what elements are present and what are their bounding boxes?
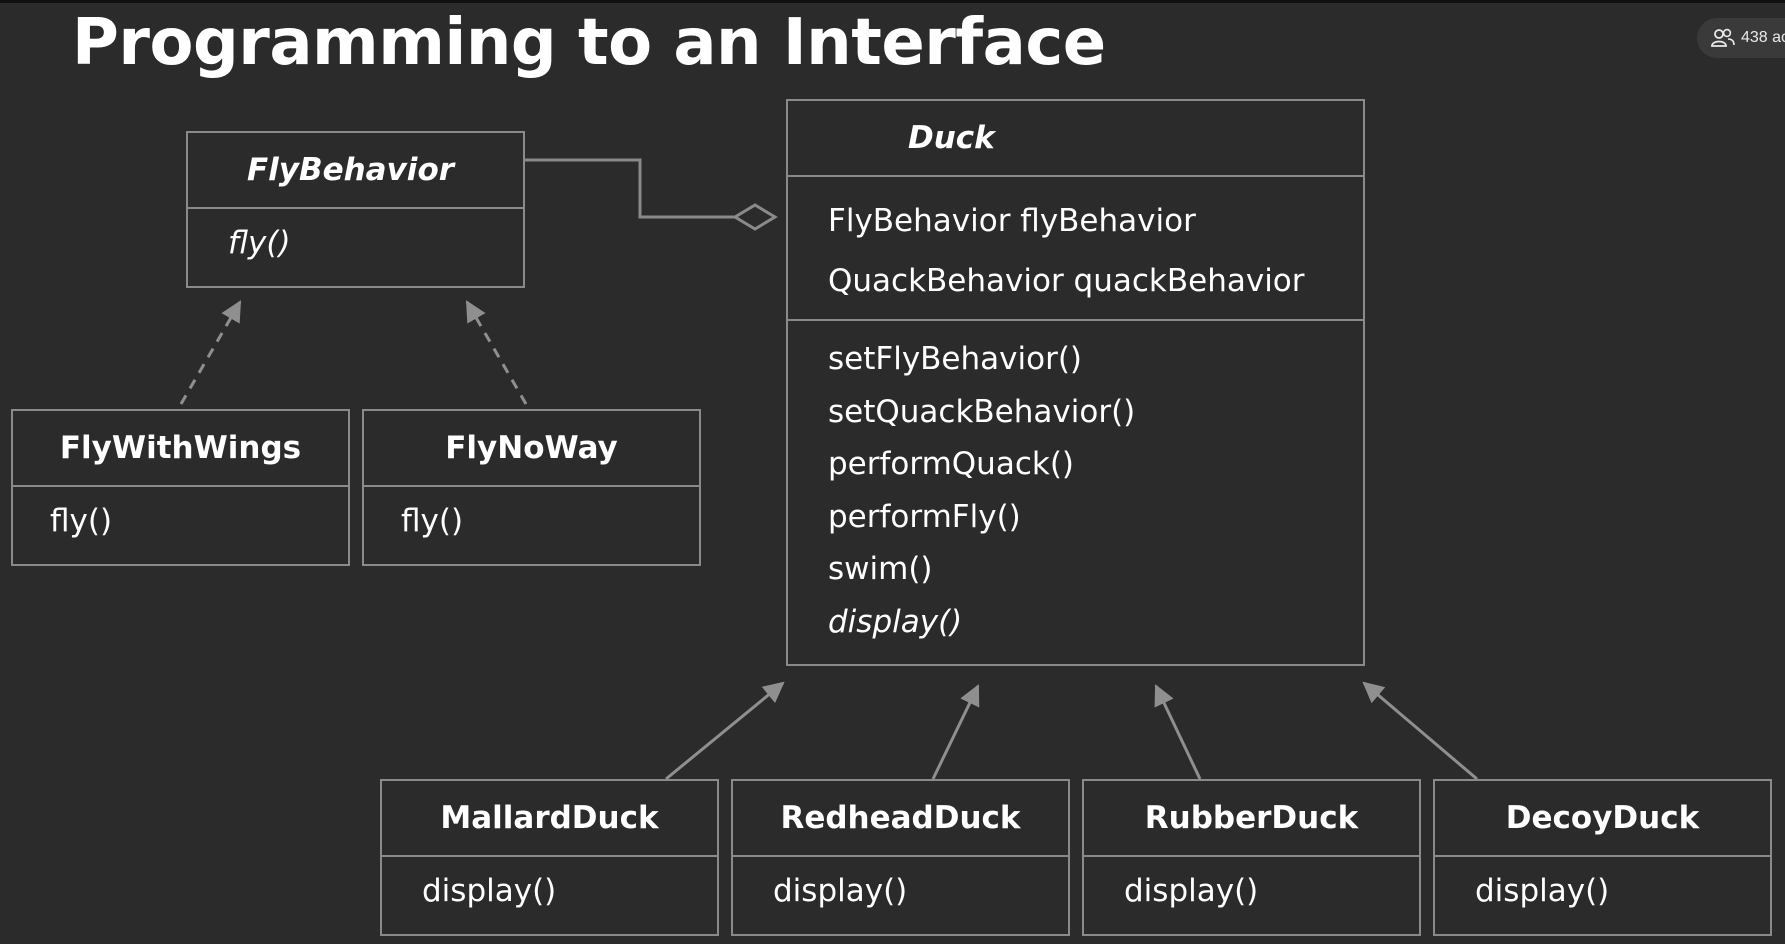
flybehavior-method-fly: fly() [228, 225, 291, 261]
flybehavior-name: FlyBehavior [188, 133, 523, 209]
decoyduck-method-display: display() [1475, 873, 1610, 909]
redheadduck-method-display: display() [773, 873, 908, 909]
inheritance-arrow-decoyduck [1362, 681, 1478, 781]
duck-method: performFly() [828, 498, 1021, 535]
redheadduck-methods: display() [733, 857, 1068, 909]
flywithwings-methods: fly() [13, 487, 348, 539]
mallardduck-methods: display() [382, 857, 717, 909]
inheritance-arrow-rubberduck [1154, 684, 1202, 780]
people-icon [1711, 28, 1735, 47]
flynoway-methods: fly() [364, 487, 699, 539]
decoyduck-name: DecoyDuck [1435, 781, 1770, 857]
flywithwings-method-fly: fly() [50, 503, 113, 539]
duck-field: QuackBehavior quackBehavior [828, 263, 1305, 299]
flynoway-class-box: FlyNoWay fly() [362, 409, 701, 566]
decoyduck-class-box: DecoyDuck display() [1433, 779, 1772, 936]
redheadduck-name: RedheadDuck [733, 781, 1068, 857]
rubberduck-method-display: display() [1124, 873, 1259, 909]
duck-method: performQuack() [828, 446, 1075, 482]
duck-method: setFlyBehavior() [828, 341, 1083, 377]
flynoway-name: FlyNoWay [364, 411, 699, 487]
realization-arrow-flynoway [465, 300, 528, 405]
top-strip [0, 0, 1785, 3]
inheritance-arrow-mallardduck [665, 681, 785, 781]
rubberduck-methods: display() [1084, 857, 1419, 909]
flybehavior-methods: fly() [188, 209, 523, 261]
redheadduck-class-box: RedheadDuck display() [731, 779, 1070, 936]
duck-method: swim() [828, 551, 933, 587]
mallardduck-name: MallardDuck [382, 781, 717, 857]
aggregation-line [525, 158, 735, 219]
decoyduck-methods: display() [1435, 857, 1770, 909]
duck-method-display: display() [828, 603, 963, 640]
realization-arrow-flywithwings [179, 300, 242, 405]
duck-method: setQuackBehavior() [828, 393, 1136, 430]
aggregation-diamond [732, 203, 778, 231]
viewer-count-text: 438 ac [1741, 29, 1785, 46]
mallardduck-class-box: MallardDuck display() [380, 779, 719, 936]
rubberduck-name: RubberDuck [1084, 781, 1419, 857]
duck-fields: FlyBehavior flyBehavior QuackBehavior qu… [788, 177, 1363, 321]
viewer-count-badge[interactable]: 438 ac [1697, 18, 1785, 58]
mallardduck-method-display: display() [422, 873, 557, 909]
rubberduck-class-box: RubberDuck display() [1082, 779, 1421, 936]
slide-title: Programming to an Interface [72, 6, 1106, 80]
flybehavior-interface-box: FlyBehavior fly() [186, 131, 525, 288]
flywithwings-name: FlyWithWings [13, 411, 348, 487]
flywithwings-class-box: FlyWithWings fly() [11, 409, 350, 566]
duck-methods: setFlyBehavior() setQuackBehavior() perf… [788, 321, 1363, 650]
inheritance-arrow-redheadduck [931, 684, 980, 780]
duck-field: FlyBehavior flyBehavior [828, 203, 1196, 239]
duck-class-box: Duck FlyBehavior flyBehavior QuackBehavi… [786, 99, 1365, 666]
flynoway-method-fly: fly() [401, 503, 464, 539]
duck-name: Duck [788, 101, 1363, 177]
